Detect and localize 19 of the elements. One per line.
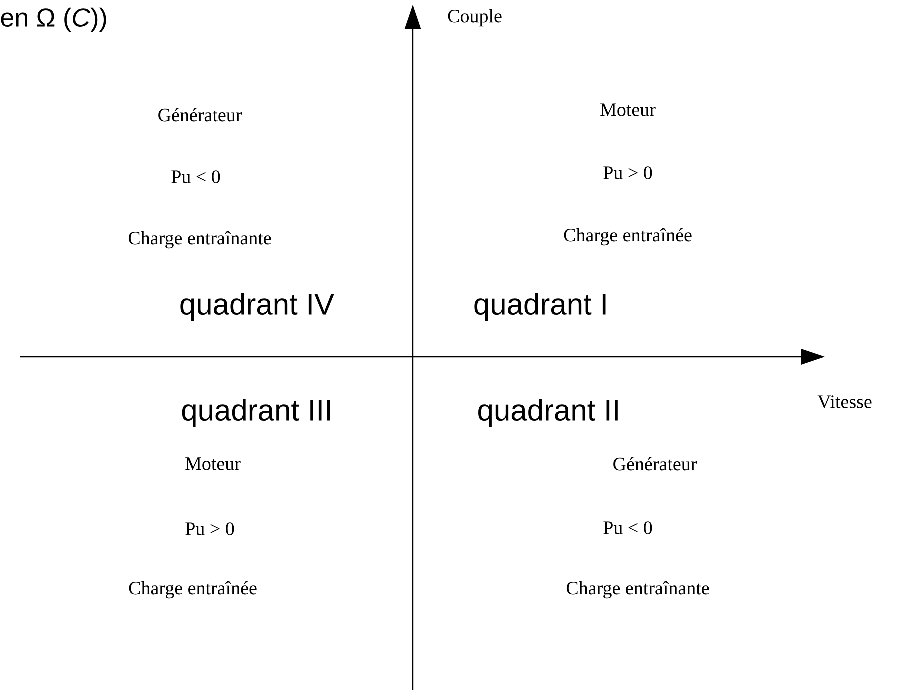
quadrant-text: Charge entraînée [129,581,257,599]
quadrant-text: Générateur [614,457,698,471]
quadrant-text: Pu < 0 [172,170,220,184]
quadrant-text: Pu > 0 [604,166,652,180]
heading-fragment: en Ω (C)) [1,8,106,32]
quadrant-text: Charge entraînante [566,581,710,599]
quadrant-text: Pu < 0 [604,522,652,534]
quadrant-text: Charge entraînante [128,231,272,249]
axis-label: Vitesse [818,396,872,408]
quadrant-text: Moteur [186,458,241,470]
quadrant-text: Moteur [600,104,656,116]
quadrant-text: Charge entraînée [564,228,692,246]
quadrant-text: Pu > 0 [186,522,234,536]
quadrant-title: quadrant III [182,399,330,427]
quadrant-title: quadrant II [478,399,618,427]
quadrant-title: quadrant I [474,293,606,321]
quadrant-text: Générateur [158,108,242,122]
quadrant-title: quadrant IV [180,293,334,321]
axis-label: Couple [448,9,502,27]
